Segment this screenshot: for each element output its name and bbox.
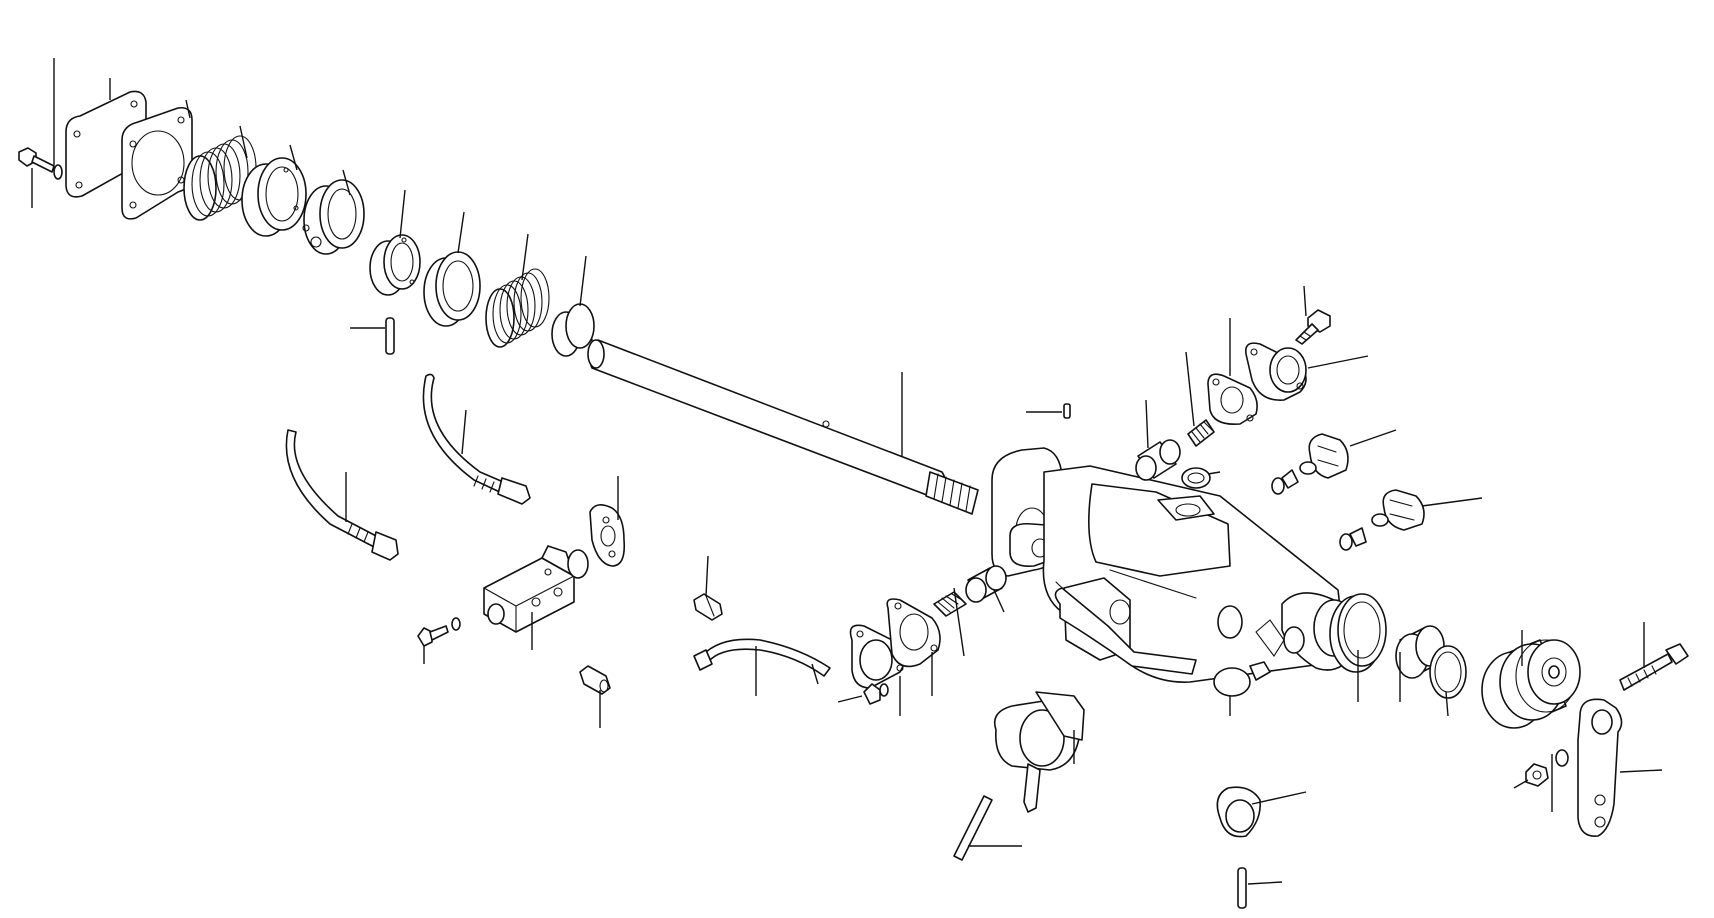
- spring-upper-right: [1185, 351, 1215, 447]
- washer-small-top-left: [53, 58, 63, 180]
- gasket-cover: [121, 99, 193, 220]
- sleeve-short: [551, 255, 595, 357]
- screw-valve: [417, 617, 461, 664]
- bolt-upper-right: [1295, 285, 1331, 345]
- spring-small-lower: [933, 587, 967, 657]
- bolt-top-left: [18, 147, 55, 208]
- bolt-right: [1619, 622, 1689, 691]
- hose-left: [285, 429, 399, 561]
- clamp-small: [1216, 786, 1307, 838]
- switch-lower: [1339, 489, 1483, 551]
- gasket-small-valve: [589, 476, 626, 567]
- piston-cup: [1135, 399, 1181, 481]
- o-ring: [1429, 645, 1467, 717]
- main-shaft: [587, 339, 979, 515]
- retainer-ring: [241, 144, 307, 237]
- switch-upper: [1271, 429, 1397, 495]
- sleeve-lower: [965, 565, 1007, 613]
- gasket-flanged-upper: [1207, 318, 1258, 426]
- seal-ring-large: [1329, 593, 1387, 702]
- ring-flange: [423, 211, 481, 327]
- valve-block: [483, 545, 589, 650]
- nut-small: [1513, 763, 1549, 789]
- washer-ring: [1181, 467, 1221, 489]
- pin-dowel-upper: [350, 317, 395, 355]
- bearing-ring: [1395, 625, 1445, 702]
- pin-long-lower: [953, 795, 1022, 861]
- spring-medium: [485, 233, 550, 348]
- lever-clamp: [993, 691, 1085, 813]
- hose-middle: [422, 373, 531, 505]
- bushing-slotted: [302, 169, 365, 255]
- washer-tiny: [1551, 749, 1569, 812]
- pin-small-center: [1026, 403, 1071, 419]
- plug-cap-lower: [1213, 661, 1271, 716]
- gasket-flanged-lower: [886, 598, 941, 696]
- lever-arm: [1577, 698, 1663, 837]
- pulley-grooved: [1481, 630, 1581, 729]
- fitting-small-upper: [693, 555, 723, 621]
- pin-short-bottom: [1237, 867, 1283, 909]
- screw-lower: [837, 683, 889, 705]
- cover-flanged-upper: [1244, 342, 1369, 401]
- pipe-bent: [693, 638, 831, 696]
- cup-small: [369, 189, 421, 296]
- fitting-small-lower: [579, 665, 611, 728]
